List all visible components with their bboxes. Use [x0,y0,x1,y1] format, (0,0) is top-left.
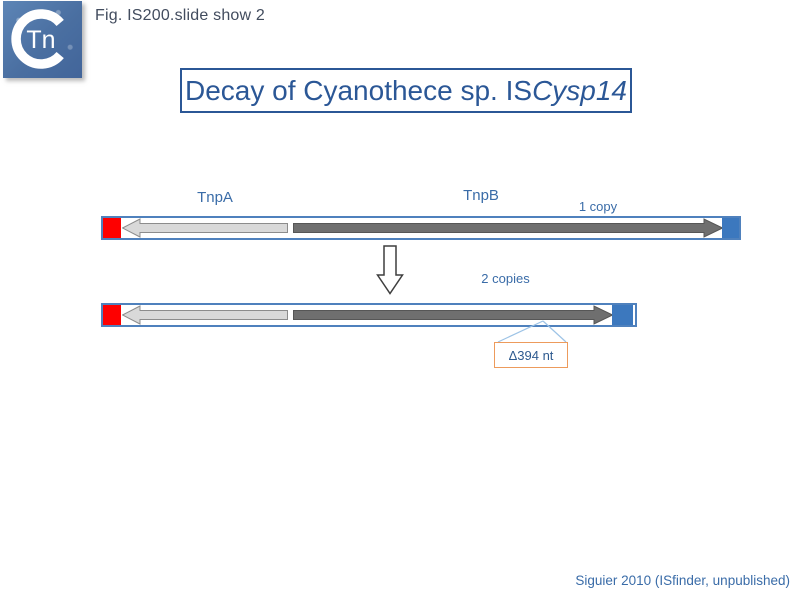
copy-count-label-2: 2 copies [481,271,530,286]
tnpb-label: TnpB [463,187,499,204]
row2-tnpb-arrow-right-truncated [293,305,613,325]
isfinder-logo: Tn [3,1,82,78]
slide-title-italic: Cysp14 [532,74,627,106]
logo-c-arc [11,9,64,69]
copy-count-label-1: 1 copy [578,199,618,214]
row2-left-terminal-red [103,305,121,325]
slide-title-prefix: Decay of Cyanothece sp. IS [184,74,533,106]
row1-tnpb-arrow-right [293,218,723,238]
row2-right-terminal-blue [612,305,633,325]
logo-c-ring-icon: Tn [11,9,64,69]
row1-tnpa-arrow-left [122,218,288,238]
callout-pointer-lines [497,320,567,343]
decay-down-arrow-icon [376,245,404,295]
row2-tnpa-arrow-left [122,305,288,325]
citation: Siguier 2010 (ISfinder, unpublished) [575,573,790,588]
fig-caption: Fig. IS200.slide show 2 [95,7,266,24]
logo-tn-text: Tn [26,26,55,54]
deletion-callout: Δ394 nt [494,342,568,368]
row1-left-terminal-red [103,218,121,238]
row1-right-terminal-blue [722,218,739,238]
tnpa-label: TnpA [197,189,233,206]
